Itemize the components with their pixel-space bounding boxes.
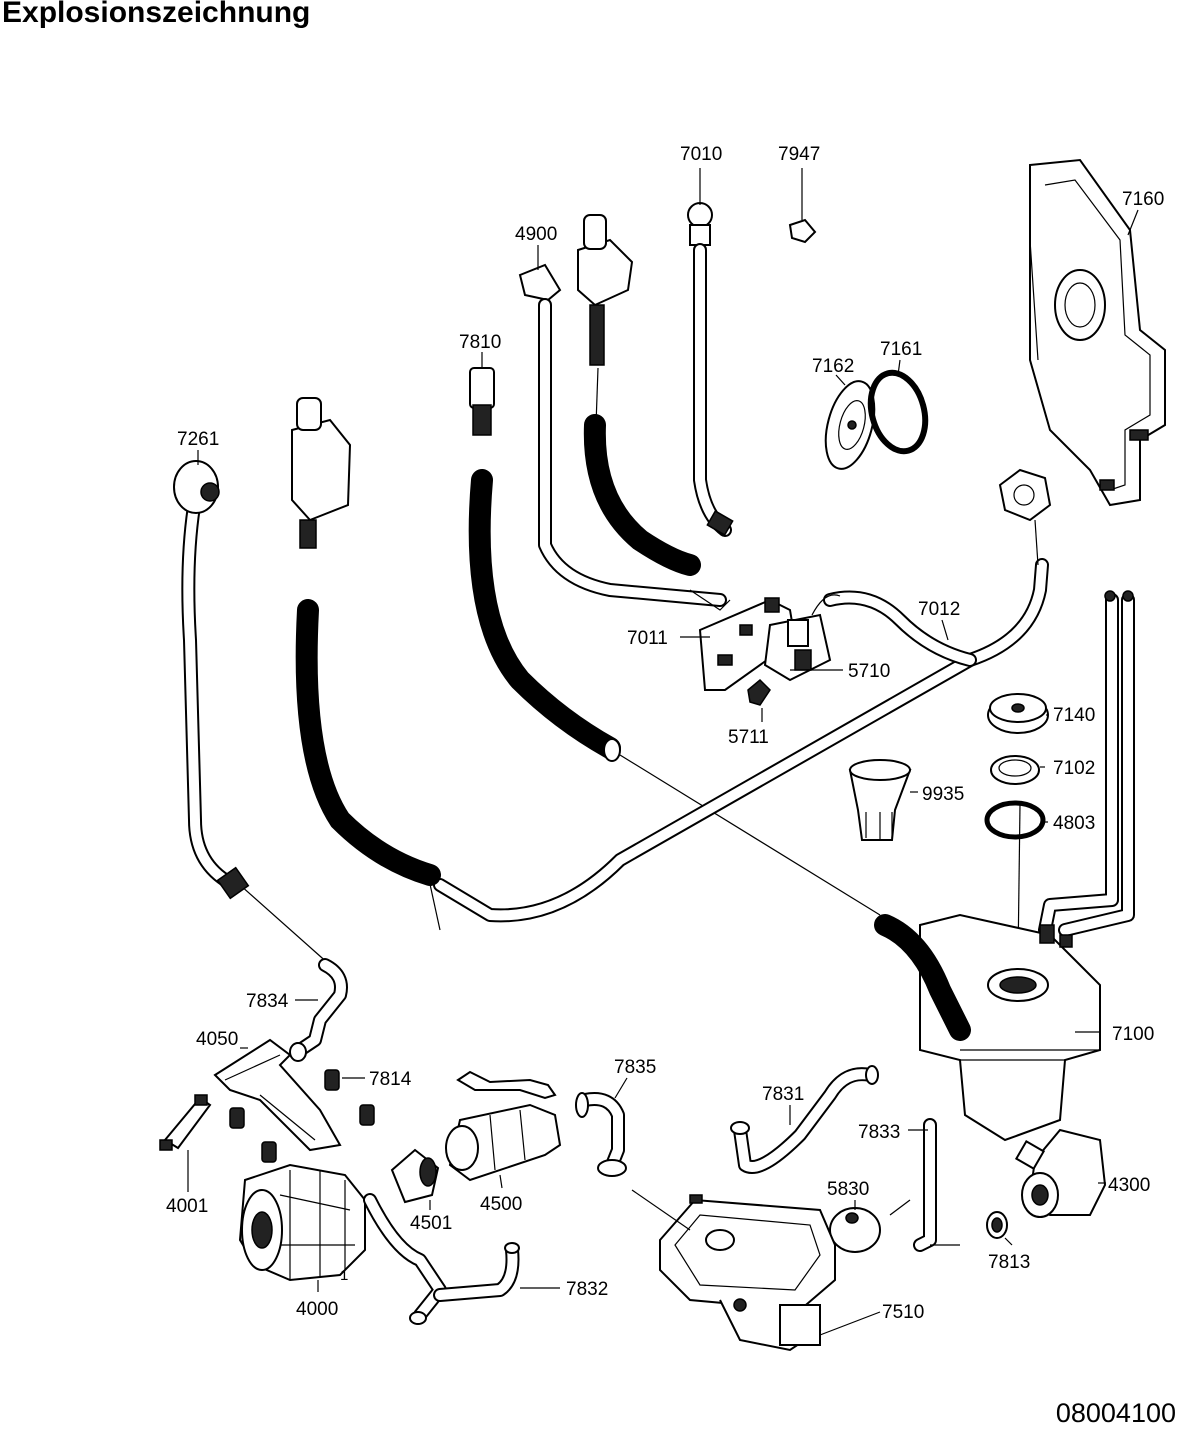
part-4001 — [159, 1094, 212, 1151]
label-7012: 7012 — [918, 599, 960, 620]
label-4900: 4900 — [515, 224, 557, 245]
label-5830: 5830 — [827, 1179, 869, 1200]
label-7835: 7835 — [614, 1057, 656, 1078]
label-7261: 7261 — [177, 429, 219, 450]
label-4050: 4050 — [196, 1029, 238, 1050]
page-title: Explosionszeichnung — [2, 0, 311, 29]
cap-7140 — [987, 693, 1049, 734]
connector-4900 — [518, 263, 727, 607]
label-7140: 7140 — [1053, 705, 1095, 726]
label-5711: 5711 — [728, 727, 769, 748]
label-7510: 7510 — [882, 1302, 924, 1323]
label-4501: 4501 — [410, 1213, 452, 1234]
label-7810: 7810 — [459, 332, 501, 353]
label-7831: 7831 — [762, 1084, 804, 1105]
panel-7160 — [1029, 158, 1166, 507]
elbow-7835 — [575, 1092, 627, 1177]
filter-9935 — [848, 759, 912, 841]
label-7947: 7947 — [778, 144, 820, 165]
connector-5711 — [747, 678, 771, 706]
label-4000: 4000 — [296, 1299, 338, 1320]
label-7011: 7011 — [627, 628, 668, 649]
label-4300: 4300 — [1108, 1175, 1150, 1196]
label-7160: 7160 — [1122, 189, 1164, 210]
ring-7161 — [867, 369, 929, 455]
circulation-pump-4000 — [238, 1163, 366, 1282]
corrugated-hose-7810 — [468, 367, 621, 762]
label-9935: 9935 — [922, 784, 964, 805]
corrugated-hose-left — [291, 397, 441, 931]
label-7102: 7102 — [1053, 758, 1095, 779]
pump-4300 — [1014, 1128, 1107, 1218]
bracket-4050 — [213, 1038, 342, 1152]
label-7813: 7813 — [988, 1252, 1030, 1273]
hose-7833 — [889, 1118, 937, 1252]
hose-7012 — [433, 558, 1049, 923]
label-5710: 5710 — [848, 661, 890, 682]
drain-hose-7261 — [173, 460, 250, 900]
label-7161: 7161 — [880, 339, 922, 360]
sump-7510 — [659, 1194, 836, 1352]
seal-7813 — [986, 1211, 1008, 1239]
hose-7834 — [289, 958, 348, 1062]
label-7834: 7834 — [246, 991, 289, 1012]
label-7162: 7162 — [812, 356, 854, 377]
softener-7100 — [919, 913, 1101, 1142]
sensor-5830 — [829, 1207, 881, 1253]
corrugated-pipe-7100 — [874, 914, 971, 1041]
label-7010: 7010 — [680, 144, 722, 165]
label-4803: 4803 — [1053, 813, 1095, 834]
label-1: 1 — [340, 1267, 348, 1284]
drawing-number: 08004100 — [1055, 1398, 1176, 1428]
coupling-4501 — [390, 1148, 440, 1204]
ring-7102 — [990, 755, 1040, 785]
heater-4500 — [445, 1070, 562, 1182]
hose-7831 — [730, 1065, 879, 1174]
corrugated-hose-middle — [577, 214, 701, 576]
label-4001: 4001 — [166, 1196, 208, 1217]
plugs-7814 — [229, 1069, 375, 1163]
ring-4803 — [984, 800, 1046, 840]
label-7832: 7832 — [566, 1279, 608, 1300]
hose-7010 — [687, 202, 734, 537]
label-7100: 7100 — [1112, 1024, 1154, 1045]
label-4500: 4500 — [480, 1194, 522, 1215]
nut-7947 — [788, 218, 817, 244]
valve-top — [998, 468, 1052, 566]
pipes-right — [1038, 590, 1135, 937]
hose-7832 — [363, 1193, 520, 1325]
label-7833: 7833 — [858, 1122, 900, 1143]
label-7814: 7814 — [369, 1069, 412, 1090]
disc-7162 — [824, 380, 876, 470]
